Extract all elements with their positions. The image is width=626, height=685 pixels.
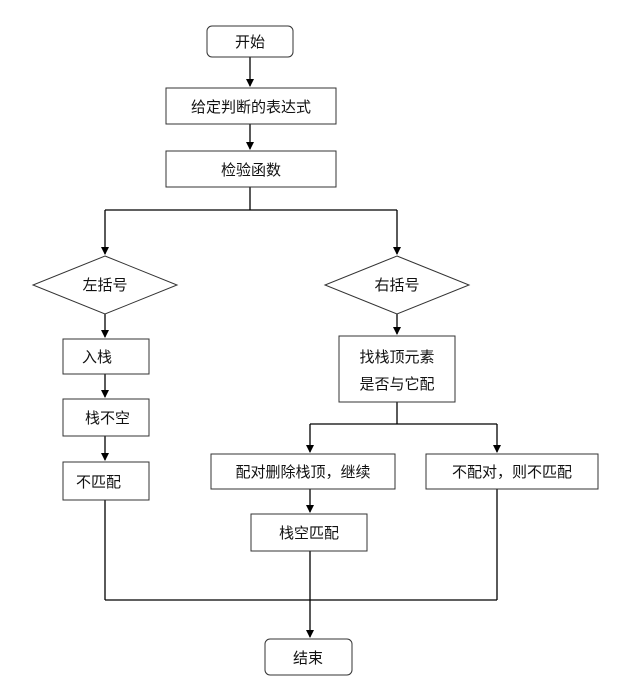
no-match-right-label: 不配对，则不匹配 [452, 463, 572, 481]
left-decision-node: 左括号 [31, 255, 179, 315]
find-top-label-line2: 是否与它配 [359, 375, 434, 393]
right-decision-label: 右括号 [374, 276, 419, 294]
input-node: 给定判断的表达式 [165, 87, 337, 125]
find-top-label-line1: 找栈顶元素 [359, 348, 434, 366]
stack-not-empty-label: 栈不空 [85, 409, 130, 427]
end-node: 结束 [264, 638, 353, 676]
start-node: 开始 [206, 25, 294, 58]
match-pop-node: 配对删除栈顶，继续 [210, 453, 396, 490]
end-label: 结束 [293, 649, 323, 667]
stack-empty-match-label: 栈空匹配 [279, 524, 339, 542]
stack-empty-match-node: 栈空匹配 [250, 513, 368, 552]
left-decision-label: 左括号 [82, 276, 127, 294]
stack-not-empty-node: 栈不空 [62, 398, 150, 437]
find-top-node: 找栈顶元素 是否与它配 [338, 335, 456, 403]
no-match-left-label: 不匹配 [76, 473, 121, 491]
check-node: 检验函数 [165, 150, 337, 188]
push-node: 入栈 [62, 338, 150, 375]
push-label: 入栈 [82, 348, 112, 366]
right-decision-node: 右括号 [323, 255, 471, 315]
no-match-right-node: 不配对，则不匹配 [425, 453, 599, 490]
start-label: 开始 [235, 33, 265, 51]
match-pop-label: 配对删除栈顶，继续 [235, 463, 370, 481]
input-label: 给定判断的表达式 [191, 98, 311, 116]
no-match-left-node: 不匹配 [62, 461, 150, 501]
connectors [101, 57, 501, 638]
check-label: 检验函数 [221, 161, 281, 179]
